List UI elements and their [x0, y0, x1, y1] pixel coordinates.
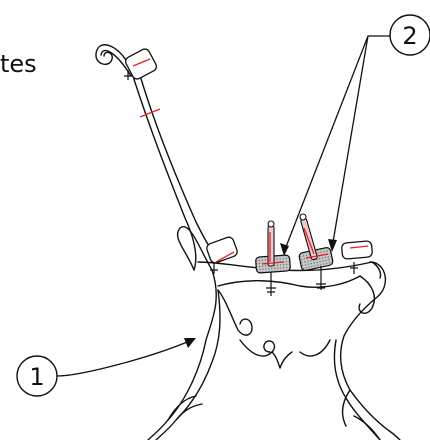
bolt-left	[267, 225, 275, 267]
callout-2: 2	[389, 14, 430, 56]
callout-2-label: 2	[402, 22, 417, 50]
center-scroll	[239, 339, 331, 357]
red-marker-pad-right	[305, 253, 329, 259]
bolt-right-nut	[316, 266, 326, 290]
bolt-right-head	[299, 213, 307, 221]
cropped-text: tes	[0, 50, 37, 78]
small-bolt-c	[350, 262, 358, 274]
red-marker-back	[349, 245, 369, 249]
callout-2-leader-b	[331, 35, 369, 249]
front-leg	[147, 225, 217, 441]
backrest-scroll-inner	[100, 49, 132, 77]
callout-2-arrowhead-b	[328, 239, 337, 252]
top-slat-block	[125, 48, 157, 80]
lower-flourish-left	[167, 395, 203, 421]
back-slat-block	[341, 240, 373, 260]
red-marker-bolt-right	[303, 227, 315, 255]
callout-1-leader	[56, 339, 193, 377]
callout-1-label: 1	[29, 363, 44, 391]
callout-1: 1	[16, 355, 58, 397]
small-bolt-a	[124, 70, 132, 80]
red-marker-top	[132, 58, 151, 67]
callout-2-arrowhead-a	[280, 243, 289, 256]
apron-left	[217, 289, 253, 336]
backrest-arm-outer	[130, 69, 197, 271]
red-marker-seat-left	[215, 251, 235, 263]
red-marker-pad-left	[261, 261, 285, 265]
center-ornament	[271, 351, 293, 369]
bolt-left-head	[267, 220, 275, 228]
small-bolt-b	[210, 262, 218, 274]
apron-right	[358, 275, 376, 314]
seat-rail-bottom	[217, 275, 361, 288]
callout-1-arrowhead	[184, 338, 196, 348]
back-leg	[339, 261, 401, 441]
backrest-scroll	[95, 44, 132, 71]
bolt-left-nut	[266, 272, 276, 296]
arm-slat-block	[206, 236, 238, 264]
lower-flourish-right	[341, 389, 381, 441]
red-marker-arm	[139, 108, 161, 118]
front-leg-inner	[155, 289, 221, 441]
